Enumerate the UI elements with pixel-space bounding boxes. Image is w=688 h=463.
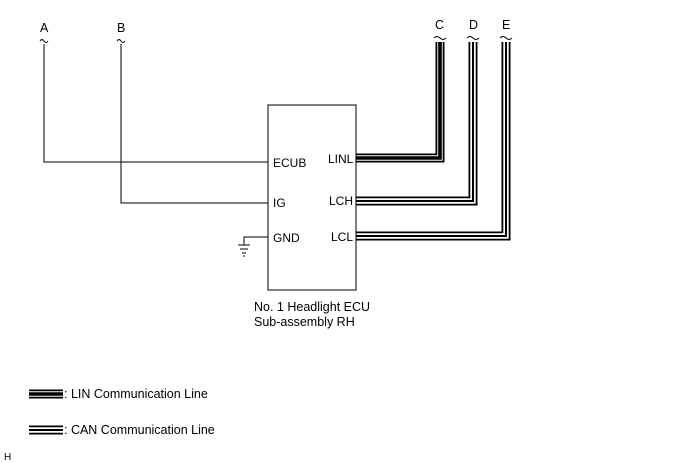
footer-code: H	[4, 452, 11, 463]
terminal-label-e: E	[502, 18, 510, 32]
legend-lin-label: : LIN Communication Line	[64, 387, 208, 401]
terminal-label-b: B	[117, 21, 125, 35]
pin-label-linl: LINL	[328, 152, 354, 166]
pin-label-lch: LCH	[329, 194, 353, 208]
wire-ecub	[43, 44, 268, 163]
wire-linl	[356, 42, 445, 163]
break-mark-a	[39, 39, 49, 43]
wire-lch	[356, 42, 478, 206]
ground-symbol	[238, 236, 268, 257]
wire-ig	[120, 44, 268, 204]
terminal-label-c: C	[435, 18, 444, 32]
pin-label-ecub: ECUB	[273, 156, 306, 170]
legend-can-label: : CAN Communication Line	[64, 423, 215, 437]
pin-label-gnd: GND	[273, 231, 300, 245]
ecu-name-line1: No. 1 Headlight ECU	[254, 300, 370, 314]
pin-label-ig: IG	[273, 196, 286, 210]
pin-label-lcl: LCL	[331, 230, 353, 244]
wire-lcl	[356, 42, 511, 241]
break-mark-b	[116, 39, 126, 43]
ecu-name-line2: Sub-assembly RH	[254, 315, 355, 329]
break-mark-c	[433, 36, 447, 40]
break-mark-d	[466, 36, 480, 40]
terminal-label-d: D	[469, 18, 478, 32]
break-mark-e	[499, 36, 513, 40]
ecu-box	[267, 104, 357, 291]
terminal-label-a: A	[40, 21, 49, 35]
